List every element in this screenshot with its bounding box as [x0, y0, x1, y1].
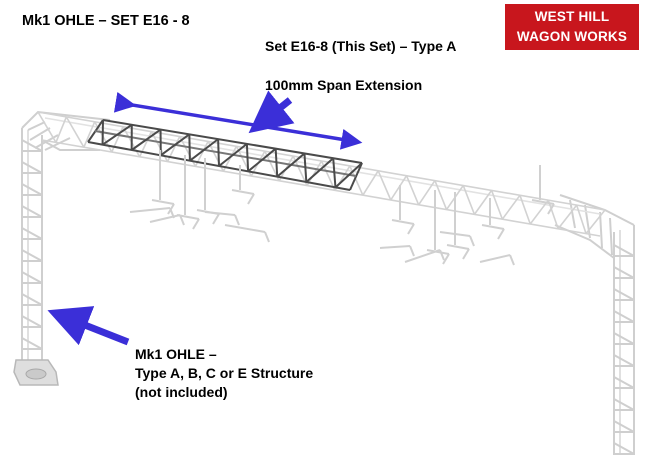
- right-mast: [613, 225, 635, 455]
- set-label: Set E16-8 (This Set) – Type A: [265, 38, 457, 54]
- right-mast-bracing: [613, 244, 635, 455]
- registration-arms: [129, 150, 555, 266]
- logo-line-2: WAGON WORKS: [516, 29, 628, 44]
- diagram-title: Mk1 OHLE – SET E16 - 8: [22, 13, 190, 29]
- structure-label-line-2: Type A, B, C or E Structure: [135, 365, 314, 381]
- left-mast: [21, 128, 43, 360]
- structure-pointer-arrow: [47, 306, 130, 346]
- logo-line-1: WEST HILL: [534, 9, 610, 24]
- structure-label-line-3: (not included): [135, 384, 228, 400]
- left-mast-bracing: [21, 139, 43, 350]
- span-dimension-arrow: [113, 91, 363, 150]
- structure-label: Mk1 OHLE – Type A, B, C or E Structure (…: [135, 345, 313, 402]
- span-pointer-arrow: [248, 90, 295, 134]
- span-extension-label: 100mm Span Extension: [265, 77, 423, 93]
- company-logo: WEST HILL WAGON WORKS: [505, 4, 639, 50]
- structure-label-line-1: Mk1 OHLE –: [135, 346, 217, 362]
- left-mast-base: [13, 359, 59, 386]
